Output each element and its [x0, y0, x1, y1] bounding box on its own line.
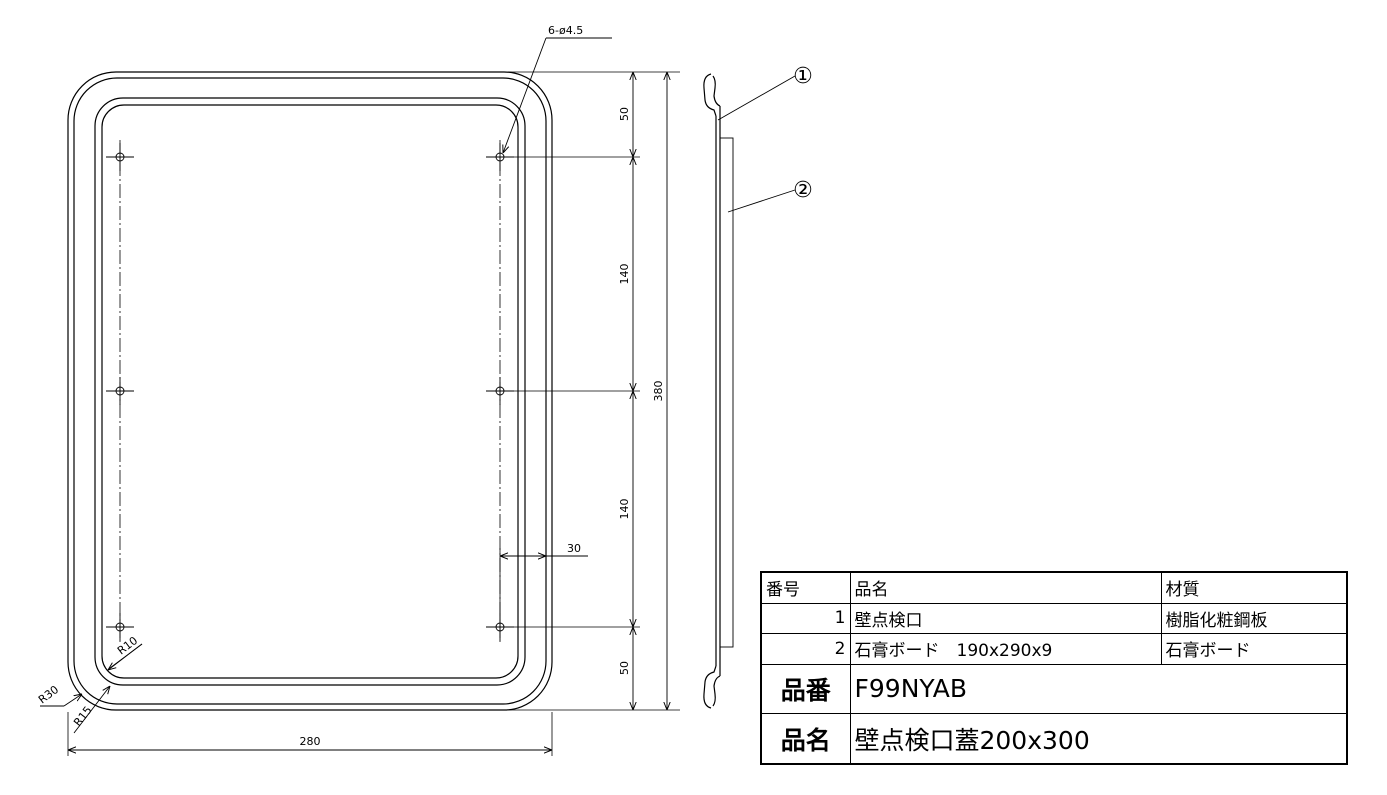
- dim-mid-lower: 140: [618, 499, 631, 520]
- part-number-row: 品番 F99NYAB: [760, 663, 1348, 715]
- inner-panel-edge: [94, 97, 526, 686]
- bom-header-material: 材質: [1160, 571, 1348, 604]
- hole: [106, 143, 134, 171]
- radius-leaders: [40, 643, 143, 734]
- balloon-1: ①: [793, 64, 813, 89]
- bom-row-name: 壁点検口: [849, 602, 1162, 635]
- hole-callout-text: 6-ø4.5: [548, 24, 583, 37]
- bom-header-name: 品名: [849, 571, 1162, 604]
- bom-row-material: 樹脂化粧鋼板: [1160, 602, 1348, 635]
- dim-top: 50: [618, 107, 631, 121]
- radius-outer-label: R30: [36, 683, 61, 706]
- dim-total-height: 380: [652, 381, 665, 402]
- bom-row-no: 1: [760, 602, 851, 635]
- bom-row: 2 石膏ボード 190x290x9 石膏ボード: [760, 633, 1348, 665]
- lid-flange-top: [712, 75, 721, 107]
- balloon-leaders: [717, 75, 796, 213]
- radius-mid-label: R15: [71, 704, 95, 729]
- product-name-label: 品名: [760, 713, 851, 765]
- hole: [486, 377, 514, 405]
- hole-centerlines: [119, 140, 501, 642]
- hole: [486, 143, 514, 171]
- lid-profile-bottom: [703, 665, 717, 709]
- bom-header-no: 番号: [760, 571, 851, 604]
- bom-header-row: 番号 品名 材質: [760, 571, 1348, 604]
- extension-lines: [67, 71, 680, 756]
- dim-mid-upper: 140: [618, 264, 631, 285]
- dim-edge-offset: 30: [567, 542, 581, 555]
- hole-callout: [503, 37, 612, 153]
- lid-profile-top: [703, 73, 717, 117]
- product-name-value: 壁点検口蓋200x300: [849, 713, 1348, 765]
- gypsum-board: [719, 137, 734, 648]
- balloon-2: ②: [793, 178, 813, 203]
- mounting-holes: [106, 143, 514, 641]
- lid-flange-bottom: [712, 675, 721, 707]
- dimension-lines: [68, 72, 667, 750]
- inner-panel-edge-2: [101, 104, 519, 679]
- dim-bottom: 50: [618, 661, 631, 675]
- outer-frame-edge: [67, 71, 553, 711]
- dim-total-width: 280: [300, 735, 321, 748]
- bom-row-material: 石膏ボード: [1160, 633, 1348, 665]
- front-view: [67, 71, 553, 711]
- bom-row-name: 石膏ボード 190x290x9: [849, 633, 1162, 665]
- outer-frame-edge-2: [73, 77, 547, 705]
- part-number-value: F99NYAB: [849, 663, 1348, 715]
- hole: [106, 613, 134, 641]
- bom-row-no: 2: [760, 633, 851, 665]
- side-view: [703, 73, 734, 709]
- radius-inner-label: R10: [115, 634, 140, 657]
- product-name-row: 品名 壁点検口蓋200x300: [760, 713, 1348, 765]
- hole: [106, 377, 134, 405]
- bill-of-materials: 番号 品名 材質 1 壁点検口 樹脂化粧鋼板 2 石膏ボード 190x290x9…: [760, 571, 1348, 765]
- part-number-label: 品番: [760, 663, 851, 715]
- bom-row: 1 壁点検口 樹脂化粧鋼板: [760, 602, 1348, 635]
